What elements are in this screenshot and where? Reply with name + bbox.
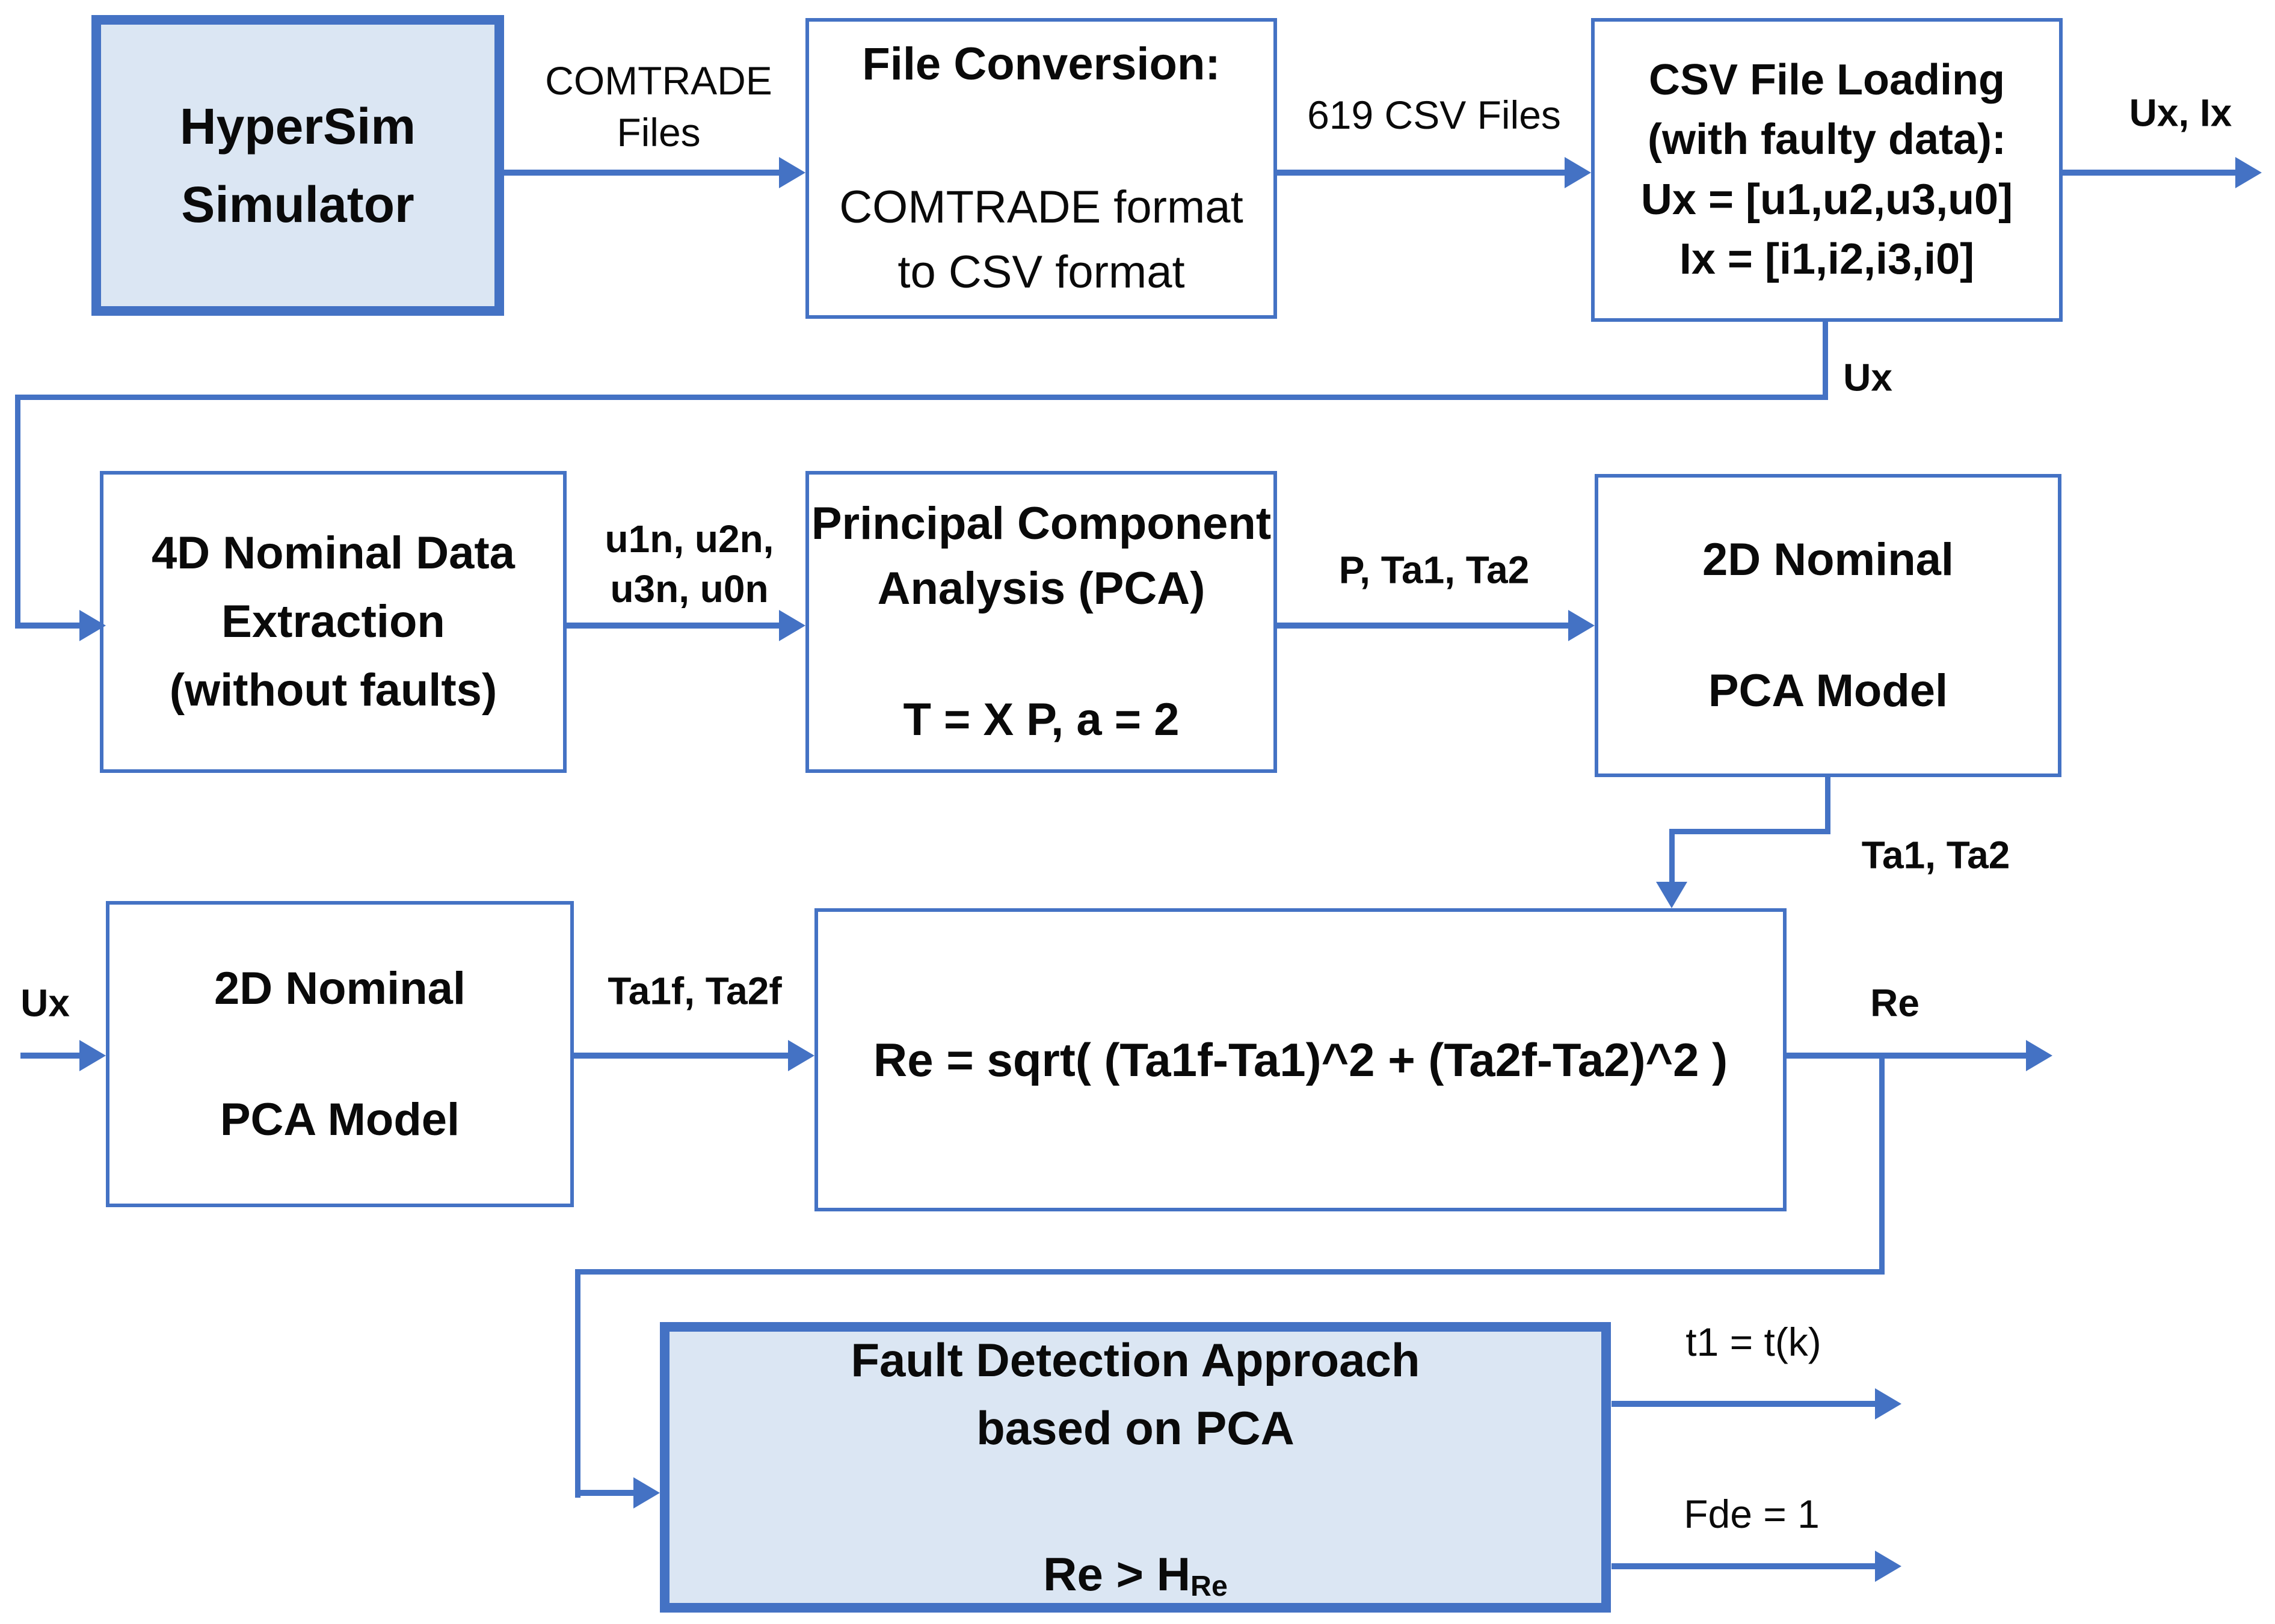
nominal-2d-pca-model-left-box: 2D Nominal PCA Model [106, 901, 574, 1207]
arrow-residual-output-shaft [1787, 1053, 2027, 1059]
arrow-4d-to-pca-head [779, 610, 805, 641]
label-fde: Fde = 1 [1684, 1492, 1820, 1537]
residual-formula: Re = sqrt( (Ta1f-Ta1)^2 + (Ta2f-Ta2)^2 ) [873, 1033, 1728, 1086]
nominal4d-line3: (without faults) [169, 665, 497, 716]
csv-loading-line1: CSV File Loading [1648, 55, 2006, 104]
label-p-ta1-ta2: P, Ta1, Ta2 [1338, 548, 1530, 592]
hypersim-simulator-box: HyperSim Simulator [91, 15, 504, 316]
hypersim-line1: HyperSim [179, 97, 416, 155]
csv-loading-line3: Ux = [u1,u2,u3,u0] [1640, 175, 2013, 224]
arrow-2dmodel-to-residual-shaft [574, 1053, 789, 1059]
label-re: Re [1870, 981, 1919, 1025]
label-comtrade-files-line2: Files [617, 110, 701, 155]
arrow-fileconversion-to-csvloading-shaft [1277, 170, 1566, 176]
connector-ta-horizontal [1669, 829, 1830, 834]
fault-detection-formula-base: Re > H [1043, 1548, 1191, 1601]
nominal2d-right-line1: 2D Nominal [1702, 534, 1954, 586]
pca-line2: Analysis (PCA) [877, 563, 1205, 615]
nominal-4d-extraction-box: 4D Nominal Data Extraction (without faul… [100, 471, 567, 773]
arrow-hypersim-to-fileconversion-head [779, 157, 805, 188]
fault-detection-box: Fault Detection Approach based on PCA Re… [660, 1322, 1611, 1613]
nominal4d-line1: 4D Nominal Data [152, 527, 515, 579]
arrow-ux-into-2dmodel-head [79, 1040, 106, 1071]
file-conversion-title: File Conversion: [862, 38, 1221, 90]
label-u-nominal-line2: u3n, u0n [610, 567, 769, 611]
label-comtrade-files: COMTRADE Files [545, 55, 772, 159]
connector-ta-down-1 [1825, 777, 1830, 834]
connector-ta-head [1656, 882, 1687, 908]
nominal2d-left-line1: 2D Nominal [214, 962, 466, 1014]
arrow-t1-output-head [1875, 1388, 1901, 1419]
connector-ux-into-4d-shaft [15, 623, 81, 629]
nominal4d-line2: Extraction [221, 596, 445, 647]
connector-re-down [1879, 1056, 1885, 1274]
arrow-t1-output-shaft [1612, 1401, 1876, 1407]
fault-detection-line1: Fault Detection Approach [851, 1333, 1420, 1386]
connector-re-left-rail [575, 1269, 580, 1498]
arrow-2dmodel-to-residual-head [788, 1040, 814, 1071]
csv-loading-line4: Ix = [i1,i2,i3,i0] [1679, 235, 1975, 283]
connector-ux-left-rail [15, 395, 20, 628]
file-conversion-body1: COMTRADE format [839, 182, 1243, 233]
arrow-fde-output-head [1875, 1551, 1901, 1582]
arrow-pca-to-2dmodel-shaft [1277, 623, 1569, 629]
csv-file-loading-box: CSV File Loading (with faulty data): Ux … [1591, 18, 2063, 322]
fault-detection-line2: based on PCA [976, 1401, 1295, 1454]
pca-formula: T = X P, a = 2 [903, 694, 1180, 745]
label-ta1f-ta2f: Ta1f, Ta2f [608, 969, 782, 1013]
nominal2d-right-line2: PCA Model [1708, 665, 1948, 716]
arrow-csvloading-output-shaft [2063, 170, 2237, 176]
arrow-csvloading-output-head [2235, 157, 2262, 188]
arrow-fileconversion-to-csvloading-head [1565, 157, 1591, 188]
label-619-csv-files: 619 CSV Files [1307, 93, 1561, 138]
connector-re-horizontal [575, 1269, 1885, 1275]
fault-detection-formula: Re > HRe [1043, 1540, 1228, 1608]
pca-box: Principal Component Analysis (PCA) T = X… [805, 471, 1277, 773]
arrow-residual-output-head [2026, 1040, 2052, 1071]
label-ux-ix: Ux, Ix [2129, 91, 2232, 135]
file-conversion-box: File Conversion: COMTRADE format to CSV … [805, 18, 1277, 319]
connector-ta-down-2 [1669, 829, 1675, 884]
label-ta1-ta2: Ta1, Ta2 [1861, 833, 2010, 877]
csv-loading-line2: (with faulty data): [1648, 115, 2006, 164]
connector-ux-into-4d-head [79, 610, 106, 641]
label-u-nominal-line1: u1n, u2n, [605, 517, 774, 561]
connector-ux-long-horizontal [15, 395, 1828, 400]
label-t1: t1 = t(k) [1685, 1320, 1821, 1365]
residual-formula-box: Re = sqrt( (Ta1f-Ta1)^2 + (Ta2f-Ta2)^2 ) [814, 908, 1787, 1211]
label-ux-input: Ux [20, 981, 70, 1025]
arrow-fde-output-shaft [1612, 1563, 1876, 1569]
fault-detection-formula-subscript: Re [1190, 1569, 1228, 1602]
file-conversion-body2: to CSV format [897, 246, 1185, 298]
label-ux-feedback: Ux [1843, 355, 1892, 399]
arrow-ux-into-2dmodel-shaft [20, 1053, 81, 1059]
nominal-2d-pca-model-top-box: 2D Nominal PCA Model [1595, 474, 2061, 777]
arrow-pca-to-2dmodel-head [1568, 610, 1595, 641]
label-comtrade-files-line1: COMTRADE [545, 58, 772, 103]
label-u-nominal: u1n, u2n, u3n, u0n [605, 514, 774, 614]
connector-ux-down-from-csv [1823, 322, 1828, 398]
hypersim-line2: Simulator [181, 176, 414, 233]
pca-line1: Principal Component [811, 498, 1272, 550]
connector-re-into-faultbox-head [633, 1477, 660, 1509]
nominal2d-left-line2: PCA Model [220, 1093, 460, 1145]
arrow-4d-to-pca-shaft [567, 623, 781, 629]
connector-re-into-faultbox-shaft [575, 1490, 635, 1496]
arrow-hypersim-to-fileconversion-shaft [504, 170, 782, 176]
